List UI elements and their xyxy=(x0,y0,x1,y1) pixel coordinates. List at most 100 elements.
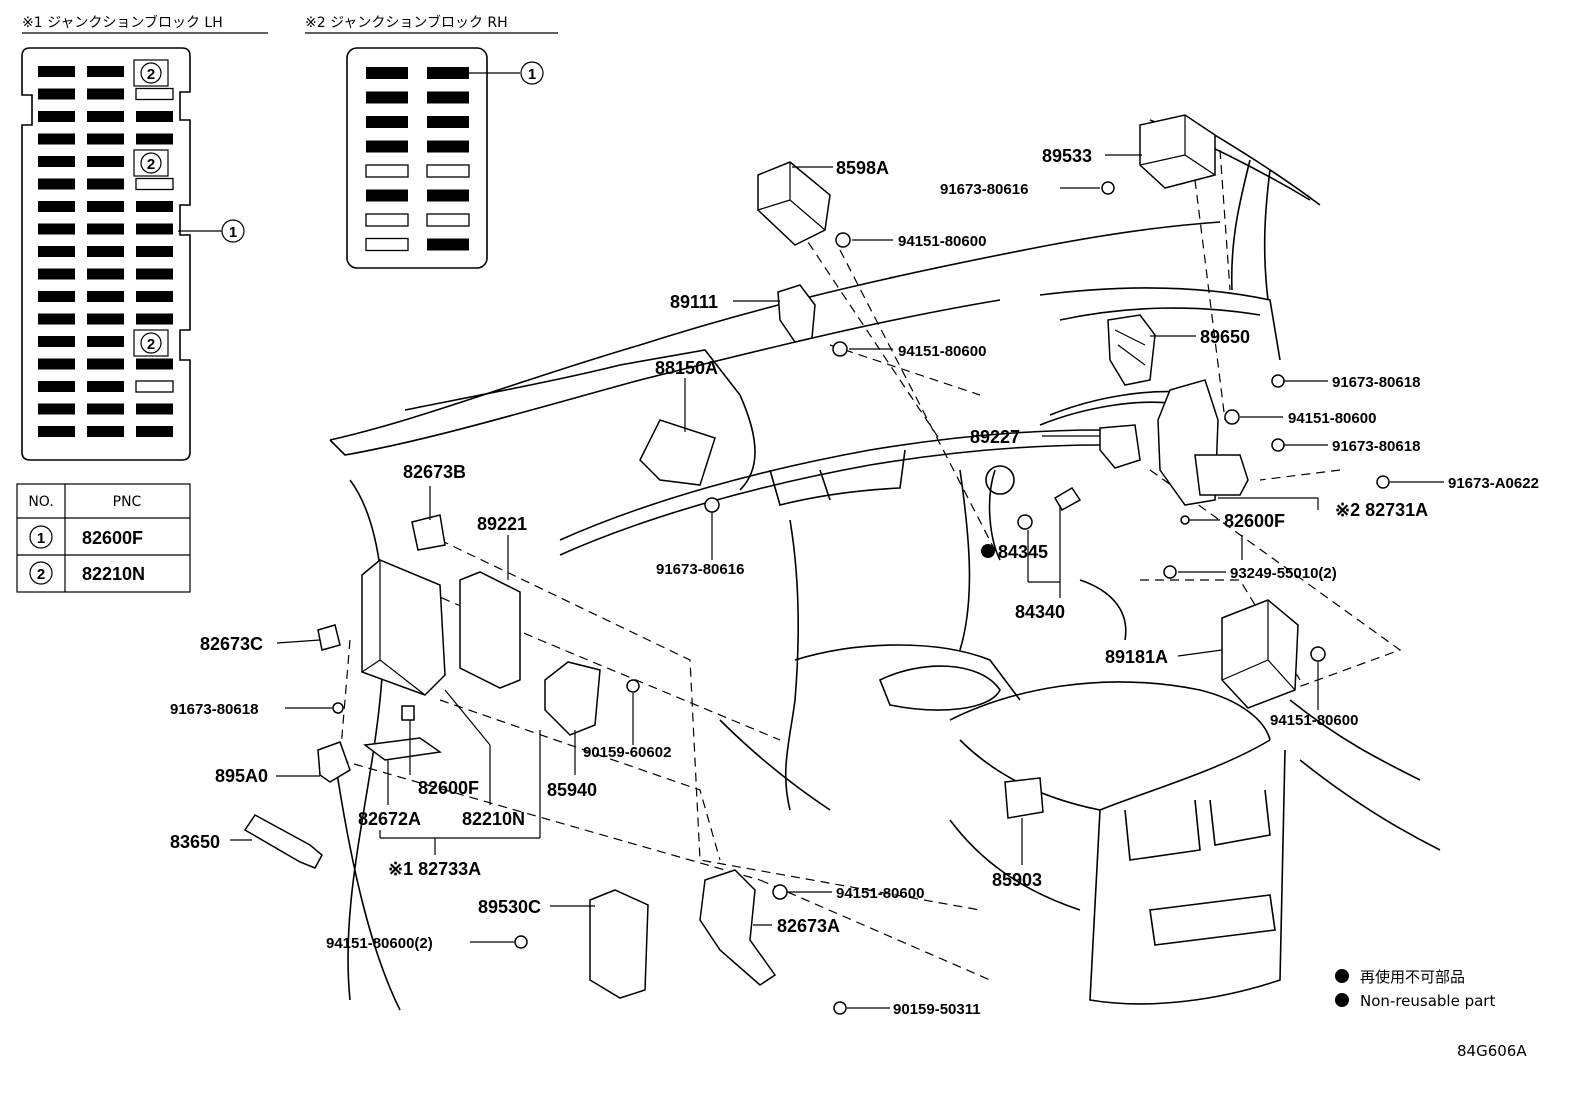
table-row-no: 2 xyxy=(37,566,45,583)
label-88150A: 88150A xyxy=(655,358,718,378)
part-83650 xyxy=(243,814,323,869)
fuse-slot-filled xyxy=(427,238,469,251)
callout-number: 2 xyxy=(147,336,155,353)
fuse-slot-filled xyxy=(427,67,469,79)
fuse-slot-filled xyxy=(87,201,124,212)
figure-id: 84G606A xyxy=(1457,1042,1527,1060)
fuse-slot-filled xyxy=(38,201,75,212)
fuse-slot-filled xyxy=(38,156,75,167)
label-89227: 89227 xyxy=(970,427,1020,447)
fuse-slot-filled xyxy=(87,336,124,347)
fuse-slot-filled xyxy=(87,156,124,167)
lh-block-header: ※1 ジャンクションブロック LH xyxy=(22,14,223,31)
callout-number: 1 xyxy=(229,224,237,241)
label-85940: 85940 xyxy=(547,780,597,800)
label-90159-60602: 90159-60602 xyxy=(583,744,671,761)
label-82210N: 82210N xyxy=(462,809,525,829)
fuse-slot-empty xyxy=(426,164,470,178)
label-90159-50311: 90159-50311 xyxy=(893,1001,981,1018)
label-82600F-right: 82600F xyxy=(1224,511,1285,531)
fuse-slot-filled xyxy=(87,358,124,370)
fuse-slot-filled xyxy=(136,246,173,257)
label-91673-A0622: 91673-A0622 xyxy=(1448,475,1539,492)
part-89227 xyxy=(1099,424,1141,469)
callout-circle xyxy=(221,219,245,243)
fuse-slot-filled xyxy=(136,403,173,415)
part-88150A xyxy=(639,419,716,486)
label-91673-80618-l: 91673-80618 xyxy=(170,701,258,718)
table-header-no: NO. xyxy=(28,494,53,510)
part-89111 xyxy=(777,284,816,343)
part-82600F-left xyxy=(401,705,415,721)
fuse-slot-filled xyxy=(87,178,124,190)
fuse-slot-filled xyxy=(87,291,124,302)
part-89221 xyxy=(459,571,521,689)
table-row-pnc: 82600F xyxy=(82,528,143,548)
label-91673-80616-top: 91673-80616 xyxy=(940,181,1028,198)
fuse-slot-filled xyxy=(136,111,173,122)
callout-box xyxy=(133,59,169,87)
part-89181A xyxy=(1221,599,1299,709)
label-82600F-left: 82600F xyxy=(418,778,479,798)
rh-junction-block xyxy=(346,47,488,269)
fuse-slot-filled xyxy=(38,178,75,190)
label-85903: 85903 xyxy=(992,870,1042,890)
label-895A0: 895A0 xyxy=(215,766,268,786)
fuse-slot-filled xyxy=(366,67,408,79)
fuse-slot-filled xyxy=(87,403,124,415)
fuse-slot-filled xyxy=(87,313,124,325)
fuse-slot-filled xyxy=(427,116,469,128)
fuse-slot-filled xyxy=(38,246,75,257)
fuse-slot-filled xyxy=(366,189,408,202)
fuse-slot-filled xyxy=(427,189,469,202)
callout-number: 2 xyxy=(147,156,155,173)
label-84340: 84340 xyxy=(1015,602,1065,622)
fuse-slot-filled xyxy=(87,223,124,235)
fuse-slot-filled xyxy=(38,291,75,302)
fuse-slot-filled xyxy=(38,403,75,415)
fuse-slot-empty xyxy=(365,164,409,178)
label-82673B: 82673B xyxy=(403,462,466,482)
label-8598A: 8598A xyxy=(836,158,889,178)
label-94151-80600-e: 94151-80600 xyxy=(836,885,924,902)
fuse-slot-filled xyxy=(87,246,124,257)
table-row-no: 1 xyxy=(37,530,45,547)
legend-dot xyxy=(1335,969,1349,983)
lh-fuse-grid: 2 2 2 xyxy=(38,59,174,437)
fuse-slot-filled xyxy=(87,66,124,77)
fuse-slot-filled xyxy=(136,291,173,302)
part-89650 xyxy=(1107,314,1156,386)
fuse-slot-filled xyxy=(136,223,173,235)
part-85903 xyxy=(1004,777,1044,819)
label-82672A: 82672A xyxy=(358,809,421,829)
fuse-slot-filled xyxy=(136,133,173,145)
fuse-slot-filled xyxy=(38,313,75,325)
non-reusable-dot xyxy=(981,544,995,558)
label-89650: 89650 xyxy=(1200,327,1250,347)
fuse-slot-filled xyxy=(136,313,173,325)
fuse-slot-filled xyxy=(427,91,469,104)
legend-dot xyxy=(1335,993,1349,1007)
fuse-slot-filled xyxy=(136,426,173,437)
label-94151-80600-2: 94151-80600(2) xyxy=(326,935,433,952)
label-89111: 89111 xyxy=(670,292,718,312)
label-94151-80600-c: 94151-80600 xyxy=(1288,410,1376,427)
fuse-slot-empty xyxy=(135,87,174,101)
table-row-pnc: 82210N xyxy=(82,564,145,584)
fuse-slot-empty xyxy=(365,213,409,227)
callout-number: 2 xyxy=(147,66,155,83)
fuse-slot-filled xyxy=(38,223,75,235)
fuse-slot-filled xyxy=(38,133,75,145)
table-header-pnc: PNC xyxy=(113,494,142,510)
fuse-slot-filled xyxy=(38,66,75,77)
label-91673-80616-mid: 91673-80616 xyxy=(656,561,744,578)
label-94151-80600-a: 94151-80600 xyxy=(898,233,986,250)
fuse-slot-filled xyxy=(87,111,124,122)
fuse-slot-filled xyxy=(136,268,173,280)
callout-circle xyxy=(140,152,162,174)
legend-en: Non-reusable part xyxy=(1360,992,1495,1010)
label-89181A: 89181A xyxy=(1105,647,1168,667)
label-93249-55010: 93249-55010(2) xyxy=(1230,565,1337,582)
fuse-slot-filled xyxy=(38,268,75,280)
callout-circle xyxy=(140,62,162,84)
